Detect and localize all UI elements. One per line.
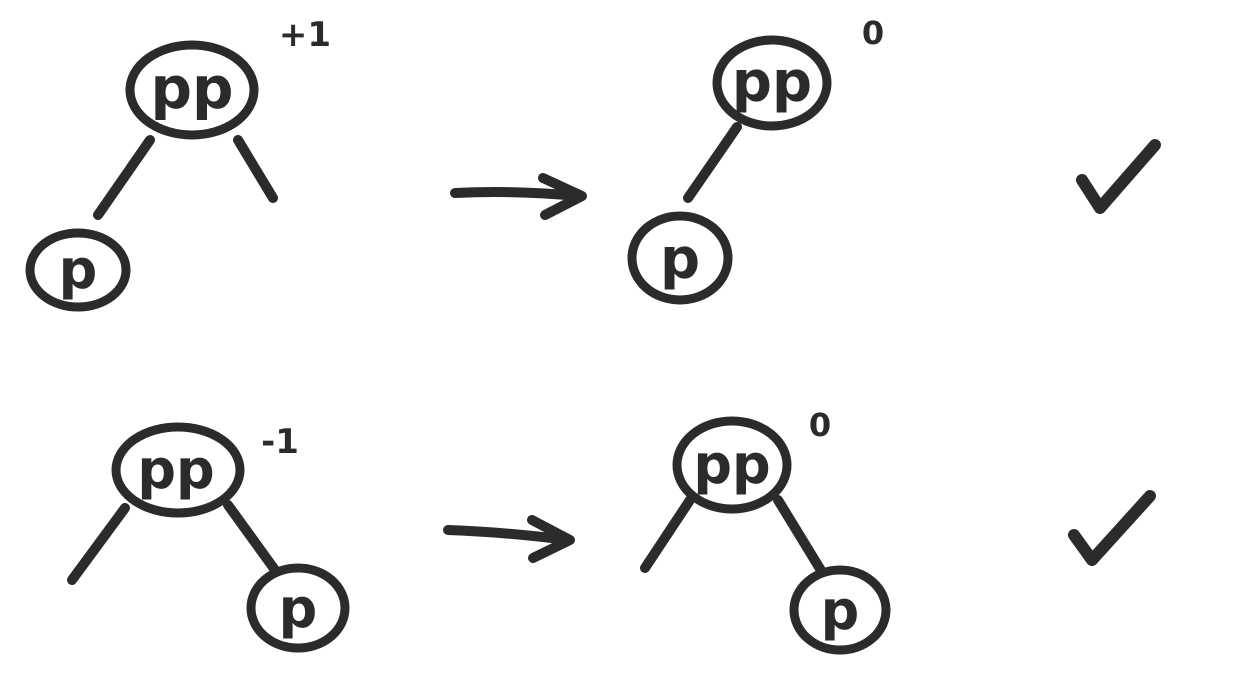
row-2-arrow-icon xyxy=(443,515,575,563)
row-1-after-left-edge xyxy=(683,122,742,203)
row-2-before-tree: pp -1 p xyxy=(67,422,350,653)
row-2-after-left-edge xyxy=(640,495,695,573)
row-2-checkmark-icon xyxy=(1068,490,1156,566)
row-1-before-child-label: p xyxy=(59,238,98,301)
row-2-before-root-label: pp xyxy=(137,438,214,501)
row-2-before-root-balance: -1 xyxy=(261,422,299,462)
row-1-before-child-node: p xyxy=(25,228,131,312)
row-2-before-child-label: p xyxy=(279,577,318,640)
row-2-after-child-node: p xyxy=(789,565,891,655)
row-1-before-left-edge xyxy=(93,135,155,220)
row-2-after-root-balance: 0 xyxy=(809,406,831,444)
row-1-after-child-node: p xyxy=(627,211,733,305)
row-1-after-child-label: p xyxy=(660,227,700,292)
row-2-after-child-label: p xyxy=(821,579,860,642)
row-1-arrow-icon xyxy=(450,173,587,220)
row-1: pp +1 p pp 0 p xyxy=(25,14,1161,312)
row-2-before-right-edge xyxy=(223,500,280,575)
row-1-after-root-balance: 0 xyxy=(862,14,884,52)
row-2-after-right-edge xyxy=(773,495,827,577)
row-2-after-tree: pp 0 p xyxy=(640,406,891,655)
row-2: pp -1 p pp 0 p xyxy=(67,406,1156,655)
row-2-before-left-edge xyxy=(67,503,130,585)
row-1-after-root-node: pp xyxy=(712,35,832,131)
row-1-before-root-balance: +1 xyxy=(279,15,331,55)
row-1-checkmark-icon xyxy=(1076,139,1161,214)
row-2-before-root-node: pp xyxy=(111,422,245,518)
row-1-before-tree: pp +1 p xyxy=(25,15,331,312)
row-1-before-root-label: pp xyxy=(150,54,233,122)
row-2-before-child-node: p xyxy=(246,563,350,653)
row-1-after-root-label: pp xyxy=(732,50,812,115)
row-1-after-tree: pp 0 p xyxy=(627,14,884,305)
row-2-after-root-node: pp xyxy=(672,416,792,514)
row-1-before-root-node: pp xyxy=(125,40,259,140)
row-1-before-right-edge xyxy=(233,135,278,203)
row-2-after-root-label: pp xyxy=(693,433,770,496)
